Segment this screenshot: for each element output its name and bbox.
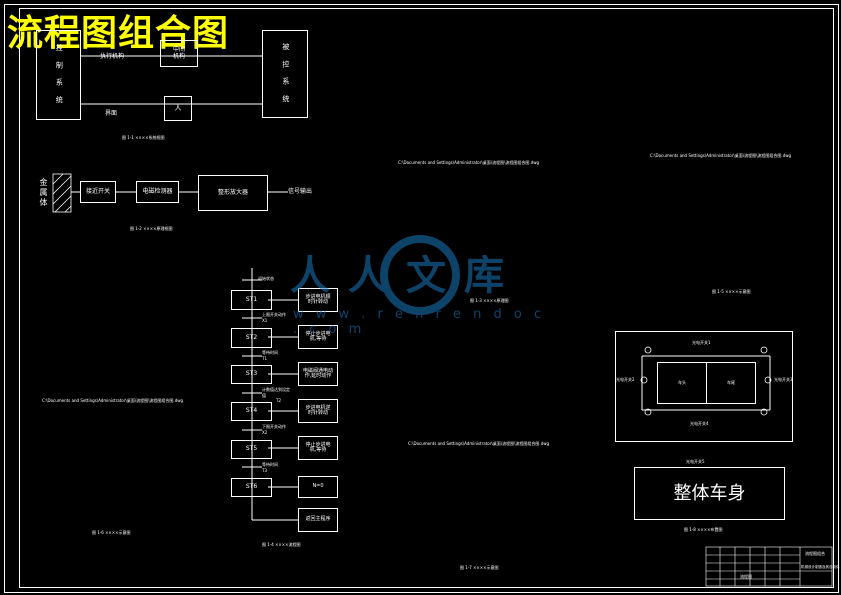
action-6: N=0: [298, 476, 338, 498]
middle-mechanism-label: 中间 机构: [172, 45, 185, 60]
cond-1: 上限开关动作 X1: [262, 312, 286, 323]
amplifier-label: 整形放大器: [217, 188, 248, 196]
control-system-label: 控 制 系 统: [55, 43, 64, 107]
caption-2: 图 1-2 ××××原理框图: [130, 226, 173, 231]
vehicle-outer-box: [615, 331, 793, 442]
step-st5-id: ST5: [245, 445, 258, 453]
signal-output-label: 信号输出: [288, 188, 313, 195]
caption-8: 图 1-8 ××××布置图: [684, 527, 723, 532]
step-st4-id: ST4: [245, 407, 258, 415]
action-2-label: 停止步进电 机,等待: [305, 330, 331, 342]
cond-6: 等待时间 T3: [262, 462, 278, 473]
step-st5: ST5: [231, 440, 272, 459]
step-st6: ST6: [231, 478, 272, 497]
watermark-text: 人人文库: [290, 253, 522, 299]
action-4-label: 步进电机逆 时针转动: [305, 404, 331, 416]
page-title: 流程图组合图: [7, 13, 230, 54]
action-2: 停止步进电 机,等待: [298, 325, 338, 349]
person-label: 人: [174, 103, 182, 112]
caption-6: 图 1-6 ××××示意图: [92, 530, 131, 535]
caption-5: 图 1-5 ××××示意图: [712, 289, 751, 294]
cond-3: 计数值达到设定 值: [262, 387, 290, 398]
watermark-circle-icon: [380, 235, 460, 315]
middle-mechanism-box: 中间 机构: [160, 40, 198, 67]
detector-label: 电磁检测器: [142, 187, 173, 195]
switch-top-label: 光电开关1: [692, 340, 711, 345]
car-head-label: 车头: [678, 379, 686, 385]
person-box: 人: [164, 96, 192, 121]
action-4: 步进电机逆 时针转动: [298, 399, 338, 423]
car-tail-cell: 车尾: [706, 362, 756, 404]
titleblock-name: 流程图组合: [805, 551, 825, 556]
action-1: 步进电机顺 时针转动: [298, 288, 338, 312]
action-5-label: 停止步进电 机,等待: [305, 441, 331, 453]
step-st3-id: ST3: [245, 370, 258, 378]
cond-4: T2: [276, 398, 281, 403]
titleblock-drawing: 流程图: [740, 574, 752, 579]
exec-label: 执行机构: [100, 53, 125, 60]
detector-box: 电磁检测器: [136, 181, 179, 203]
switch-left-label: 光电开关2: [616, 377, 635, 382]
cond-2: 等待时间 T1: [262, 350, 278, 361]
file-path-1: C:\Documents and Settings\Administrator\…: [398, 160, 540, 165]
step-st6-id: ST6: [245, 483, 258, 491]
action-5: 停止步进电 机,等待: [298, 436, 338, 460]
action-3-label: 电磁阀通电动 作,延时动作: [302, 367, 333, 379]
caption-7: 图 1-7 ××××示意图: [460, 565, 499, 570]
watermark: 人人文库 w w w . r e n r e n d o c . c o m: [285, 225, 555, 337]
switch-bottom-label: 光电开关4: [690, 421, 709, 426]
proximity-switch-label: 接近开关: [85, 187, 110, 195]
titleblock-sub: 机械设计制造及其自动化: [801, 565, 840, 569]
whole-body-label: 整体车身: [673, 482, 746, 504]
car-tail-label: 车尾: [727, 379, 735, 385]
outer-frame: [4, 4, 839, 593]
file-path-4: C:\Documents and Settings\Administrator\…: [408, 441, 550, 446]
amplifier-box: 整形放大器: [198, 175, 268, 211]
caption-1: 图 1-1 ××××系统框图: [122, 135, 165, 140]
metal-label: 金属体: [39, 178, 48, 208]
caption-4: 图 1-4 ××××流程图: [262, 542, 301, 547]
file-path-2: C:\Documents and Settings\Administrator\…: [650, 153, 792, 158]
car-head-cell: 车头: [657, 362, 707, 404]
controlled-system-label: 被 控 系 统: [281, 42, 290, 106]
controlled-system-box: 被 控 系 统: [262, 30, 308, 118]
return-main-box: 返回主程序: [298, 508, 338, 532]
step-st3: ST3: [231, 365, 272, 384]
step-st2-id: ST2: [245, 333, 258, 341]
step-st2: ST2: [231, 328, 272, 348]
return-main-label: 返回主程序: [305, 516, 331, 523]
step-st1: ST1: [231, 290, 272, 310]
caption-3: 图 1-3 ××××原理图: [470, 298, 509, 303]
control-system-box: 控 制 系 统: [36, 30, 81, 120]
action-1-label: 步进电机顺 时针转动: [305, 293, 331, 305]
proximity-switch-box: 接近开关: [80, 181, 116, 203]
step-st1-id: ST1: [245, 295, 258, 303]
file-path-3: C:\Documents and Settings\Administrator\…: [42, 398, 184, 403]
action-6-label: N=0: [312, 483, 324, 490]
whole-body-box: 整体车身: [634, 467, 785, 520]
watermark-url: w w w . r e n r e n d o c . c o m: [293, 307, 546, 337]
inner-frame: [19, 8, 834, 588]
cond-5: 下限开关动作 X2: [262, 424, 286, 435]
body-top-label: 光电开关5: [686, 459, 705, 464]
action-3: 电磁阀通电动 作,延时动作: [298, 362, 338, 386]
flow-start-label: 初始状态: [258, 276, 274, 281]
step-st4: ST4: [231, 402, 272, 421]
ui-label: 界面: [105, 110, 118, 117]
switch-right-label: 光电开关3: [774, 377, 793, 382]
